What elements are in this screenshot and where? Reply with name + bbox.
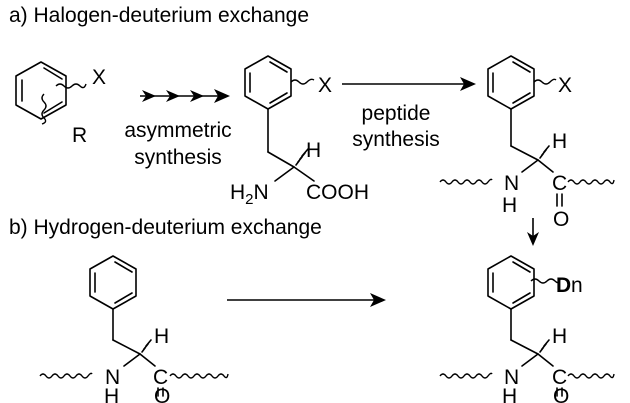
- atom-d-count: n: [571, 274, 583, 297]
- arrow-label: asymmetric: [124, 119, 231, 142]
- benzene-ring: [89, 255, 137, 310]
- atom-cooh: COOH: [306, 181, 369, 204]
- wavy-bond: [533, 78, 557, 85]
- atom-h: H: [552, 325, 567, 348]
- atom-r: R: [72, 124, 87, 147]
- atom-h: H: [154, 325, 169, 348]
- down-arrow: [527, 218, 539, 246]
- atom-h: H: [306, 139, 321, 162]
- atom-n: N: [504, 172, 519, 195]
- section-a-title: a) Halogen-deuterium exchange: [9, 4, 309, 27]
- atom-x: X: [92, 66, 106, 89]
- wavy-bond: [290, 78, 315, 85]
- aryl-halide-precursor: X R: [15, 61, 106, 147]
- arrow-label: synthesis: [134, 146, 222, 169]
- wavy-bond: [39, 372, 93, 379]
- atom-c: C: [552, 366, 567, 389]
- benzene-ring: [244, 55, 292, 110]
- atom-h2n: H2N: [230, 181, 269, 208]
- wavy-bond: [567, 373, 615, 379]
- wavy-bond: [41, 93, 47, 125]
- atom-o: O: [553, 385, 569, 403]
- wavy-bond: [530, 278, 561, 284]
- atom-o: O: [553, 208, 569, 231]
- atom-c: C: [153, 366, 168, 389]
- atom-x: X: [558, 74, 572, 97]
- atom-n: N: [504, 366, 519, 389]
- atom-x: X: [318, 74, 332, 97]
- atom-d: D: [556, 274, 571, 297]
- amino-acid: X H H2N COOH: [230, 55, 369, 208]
- wavy-bond: [169, 373, 229, 379]
- benzene-ring: [15, 61, 67, 120]
- exchange-arrow: [227, 293, 386, 307]
- deuterated-peptide: D n H N H C O: [439, 255, 615, 403]
- arrow-label: synthesis: [352, 128, 440, 151]
- atom-o: O: [154, 385, 170, 403]
- wavy-bond: [567, 179, 615, 185]
- halogenated-peptide: X H N H C O: [439, 55, 615, 231]
- benzene-ring: [487, 55, 535, 110]
- peptide-synthesis-arrow: peptide synthesis: [342, 77, 476, 151]
- atom-h: H: [502, 194, 517, 217]
- wavy-bond: [55, 83, 87, 89]
- benzene-ring: [487, 255, 535, 310]
- atom-h: H: [104, 385, 119, 403]
- atom-c: C: [552, 172, 567, 195]
- wavy-bond: [439, 372, 493, 379]
- section-b-title: b) Hydrogen-deuterium exchange: [9, 216, 322, 239]
- arrow-label: peptide: [362, 102, 431, 125]
- phenylalanine-residue: H N H C O: [39, 255, 229, 403]
- atom-h: H: [552, 130, 567, 153]
- atom-h: H: [502, 385, 517, 403]
- multi-step-arrow: asymmetric synthesis: [124, 89, 232, 169]
- wavy-bond: [439, 178, 493, 185]
- atom-n: N: [105, 366, 120, 389]
